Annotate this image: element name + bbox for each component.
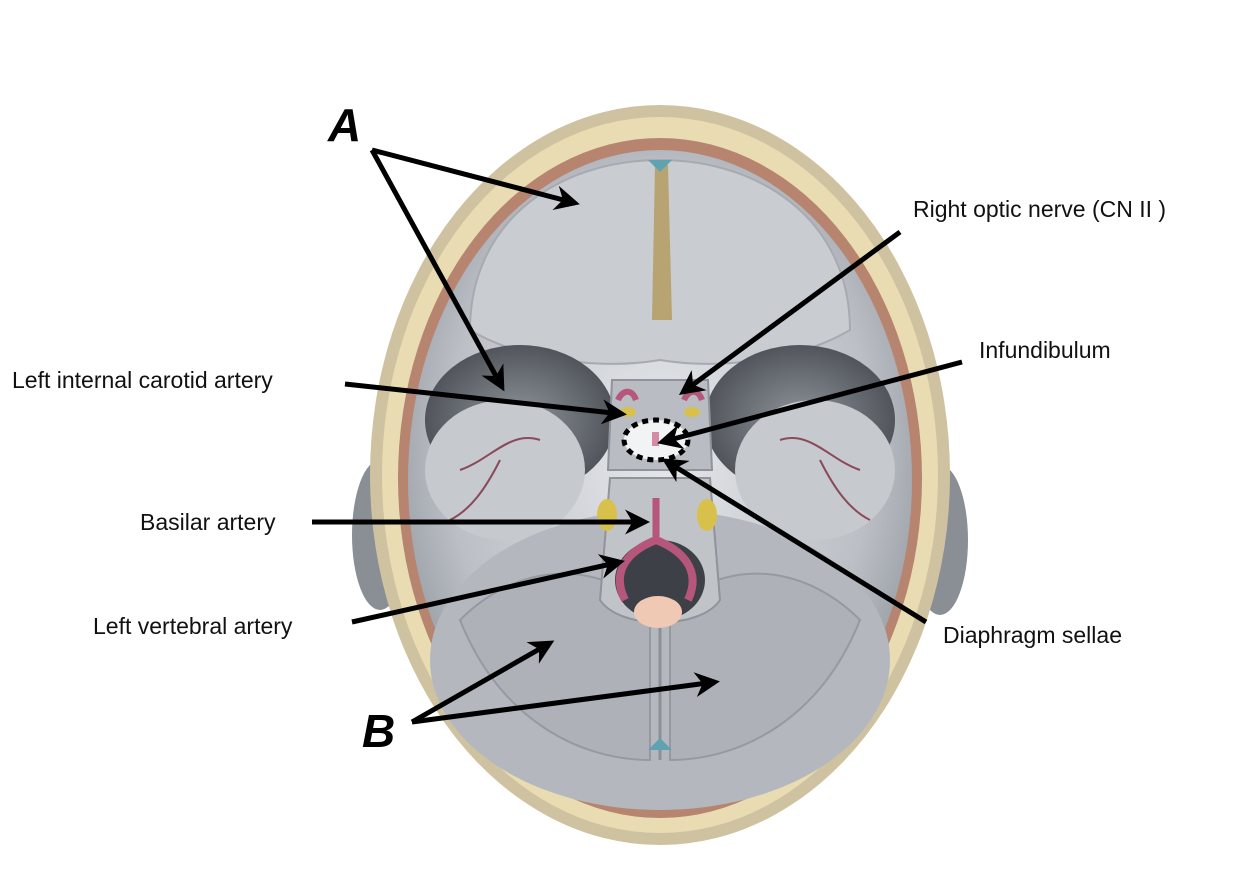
infundibulum-stalk	[652, 432, 659, 446]
label-right-optic-nerve: Right optic nerve (CN II )	[913, 198, 1166, 221]
spinal-cord	[634, 596, 682, 628]
label-a: A	[328, 102, 361, 148]
label-infundibulum: Infundibulum	[979, 339, 1111, 362]
optic-nerve-right	[684, 407, 700, 417]
label-left-internal-carotid-artery: Left internal carotid artery	[12, 369, 273, 392]
optic-nerve-left	[620, 407, 636, 417]
label-basilar-artery: Basilar artery	[140, 511, 275, 534]
left-cranial-nerve-roots	[597, 499, 617, 531]
left-middle-fossa-floor	[425, 400, 585, 540]
label-b: B	[362, 708, 395, 754]
right-cranial-nerve-roots	[697, 499, 717, 531]
label-left-vertebral-artery: Left vertebral artery	[93, 615, 292, 638]
label-diaphragm-sellae: Diaphragm sellae	[943, 624, 1122, 647]
